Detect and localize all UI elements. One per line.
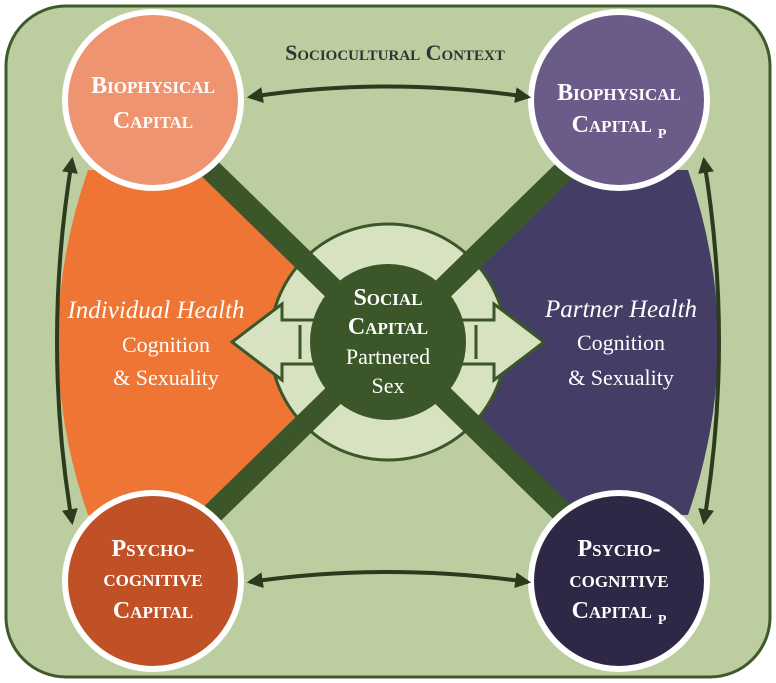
biophysical-capital-node: [62, 9, 244, 191]
arrow-psychocognitive-link: [246, 570, 532, 589]
partner-health-line2: & Sexuality: [568, 365, 674, 390]
partner-health-title: Partner Health: [544, 296, 697, 323]
arrow-biophysical-link: [246, 84, 532, 104]
individual-health-line1: Cognition: [122, 332, 210, 357]
social-capital-line1: Social: [353, 285, 422, 311]
psycho-left-line3: Capital: [113, 598, 193, 624]
individual-health-title: Individual Health: [66, 297, 244, 324]
psycho-right-subscript: P: [658, 613, 667, 628]
biophysical-right-line1: Biophysical: [557, 80, 681, 106]
psycho-right-capital: Capital: [572, 598, 652, 624]
arrow-to-individual-health: [229, 300, 320, 384]
biophysical-right-subscript: P: [658, 127, 667, 142]
partner-health-region: [426, 170, 718, 515]
partner-health-line1: Cognition: [577, 330, 665, 355]
psycho-left-line2: cognitive: [103, 566, 202, 592]
arrow-right-vertical-link: [698, 156, 721, 526]
biophysical-left-line2: Capital: [113, 108, 193, 134]
social-capital-node: [310, 264, 466, 420]
context-title: Sociocultural Context: [285, 40, 505, 65]
arrow-to-partner-health: [456, 300, 547, 384]
individual-health-line2: & Sexuality: [113, 365, 219, 390]
individual-health-region: [58, 170, 350, 515]
psycho-right-line2: cognitive: [569, 567, 668, 593]
social-capital-line3: Partnered: [346, 344, 430, 369]
biophysical-left-line1: Biophysical: [91, 73, 215, 99]
psychocognitive-capital-node: [62, 490, 244, 672]
social-capital-line4: Sex: [372, 373, 405, 398]
psycho-left-line1: Psycho-: [111, 536, 194, 562]
biophysical-right-capital: Capital: [572, 112, 652, 138]
arrow-left-vertical-link: [55, 156, 78, 526]
psycho-right-line1: Psycho-: [577, 536, 660, 562]
social-capital-line2: Capital: [348, 314, 428, 340]
